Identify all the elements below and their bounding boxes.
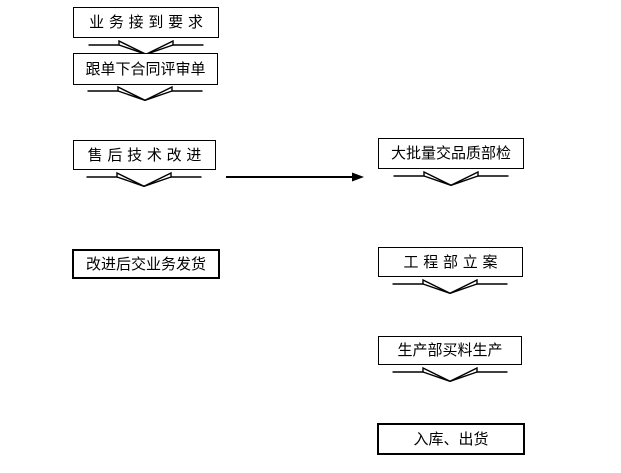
down-arrow-icon	[393, 171, 509, 186]
right-arrow-connector	[226, 172, 364, 182]
node-warehouse-ship-label: 入库、出货	[413, 429, 489, 448]
node-engineering-filing: 工 程 部 立 案	[378, 247, 523, 277]
node-after-sales-improvement: 售 后 技 术 改 进	[73, 140, 216, 170]
down-arrow-icon	[87, 86, 203, 101]
node-warehouse-ship: 入库、出货	[377, 423, 525, 455]
node-contract-review-label: 跟单下合同评审单	[85, 59, 206, 78]
node-contract-review: 跟单下合同评审单	[73, 53, 218, 85]
node-receive-request-label: 业 务 接 到 要 求	[89, 13, 203, 31]
node-improved-delivery-label: 改进后交业务发货	[85, 254, 206, 273]
node-production-purchase: 生产部买料生产	[378, 336, 522, 365]
down-arrow-icon	[392, 279, 508, 294]
node-mass-delivery-qc: 大批量交品质部检	[378, 138, 524, 169]
node-mass-delivery-qc-label: 大批量交品质部检	[390, 144, 511, 162]
node-production-purchase-label: 生产部买料生产	[397, 341, 503, 359]
down-arrow-icon	[392, 367, 508, 382]
node-receive-request: 业 务 接 到 要 求	[73, 7, 219, 38]
node-after-sales-improvement-label: 售 后 技 术 改 进	[87, 145, 202, 164]
node-engineering-filing-label: 工 程 部 立 案	[403, 252, 498, 271]
down-arrow-icon	[86, 172, 202, 187]
node-improved-delivery: 改进后交业务发货	[72, 249, 220, 279]
